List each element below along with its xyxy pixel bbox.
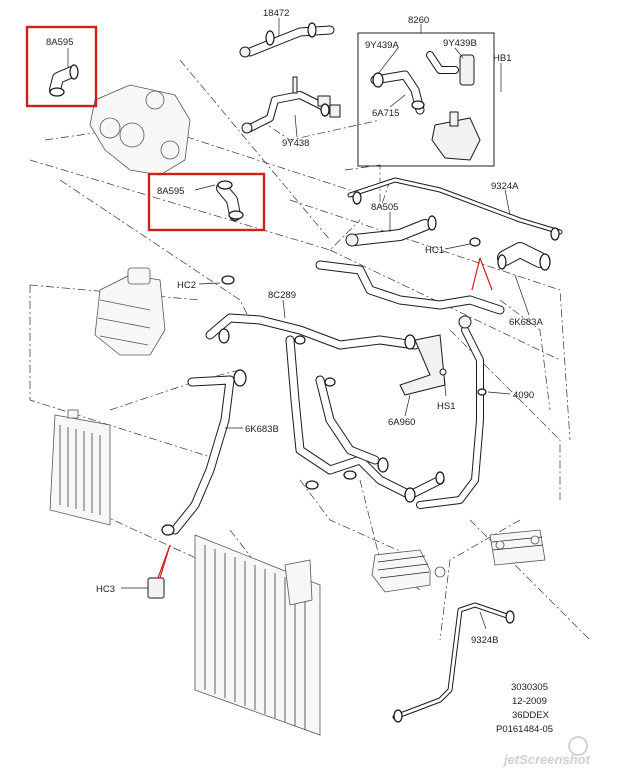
label-4090: 4090 — [513, 390, 534, 401]
group-box-8260 — [357, 32, 495, 167]
label-9y438: 9Y438 — [282, 138, 309, 149]
label-8a505: 8A505 — [371, 202, 398, 213]
ref-line-3: 36DDEX — [512, 710, 550, 721]
ref-line-2: 12-2009 — [512, 696, 547, 707]
intercooler-ghost — [49, 409, 111, 526]
label-hc2: HC2 — [177, 280, 196, 291]
highlight-box-8a595-mid — [147, 172, 266, 232]
label-hs1: HS1 — [437, 401, 455, 412]
label-8a595-mid: 8A595 — [157, 186, 184, 197]
oil-cooler-ghost — [371, 549, 446, 593]
ref-line-4: P0161484-05 — [496, 724, 553, 735]
label-hc3: HC3 — [96, 584, 115, 595]
label-hc1: HC1 — [425, 245, 444, 256]
watermark-text: jetScreenshot — [502, 752, 591, 767]
label-9y439b: 9Y439B — [443, 38, 477, 49]
watermark-logo-icon — [568, 736, 588, 756]
label-18472: 18472 — [263, 8, 289, 19]
red-pointer-lines — [157, 257, 493, 579]
label-8a595-top: 8A595 — [46, 37, 73, 48]
trans-cooler-ghost — [489, 529, 546, 566]
thermostat-housing-ghost — [89, 84, 191, 176]
label-6a960: 6A960 — [388, 417, 415, 428]
label-hb1: HB1 — [493, 53, 511, 64]
label-8260: 8260 — [408, 15, 429, 26]
label-9y439a: 9Y439A — [365, 40, 399, 51]
label-6k683b: 6K683B — [245, 424, 279, 435]
label-8c289: 8C289 — [268, 290, 296, 301]
expansion-tank-ghost — [94, 267, 166, 356]
label-6a715: 6A715 — [372, 108, 399, 119]
clamps — [49, 22, 560, 723]
highlight-box-8a595-top — [25, 25, 98, 108]
label-9324a: 9324A — [491, 181, 519, 192]
ref-line-1: 3030305 — [511, 682, 548, 693]
hardware — [147, 46, 481, 599]
part-labels: 18472 8260 8A595 9Y439A 9Y439B HB1 6A715… — [46, 8, 543, 646]
label-9324b: 9324B — [471, 635, 498, 646]
watermark: jetScreenshot — [502, 736, 591, 767]
label-6k683a: 6K683A — [509, 317, 543, 328]
reference-block: 3030305 12-2009 36DDEX P0161484-05 — [496, 682, 553, 735]
leader-lines — [67, 18, 530, 630]
radiator-ghost — [194, 534, 321, 736]
